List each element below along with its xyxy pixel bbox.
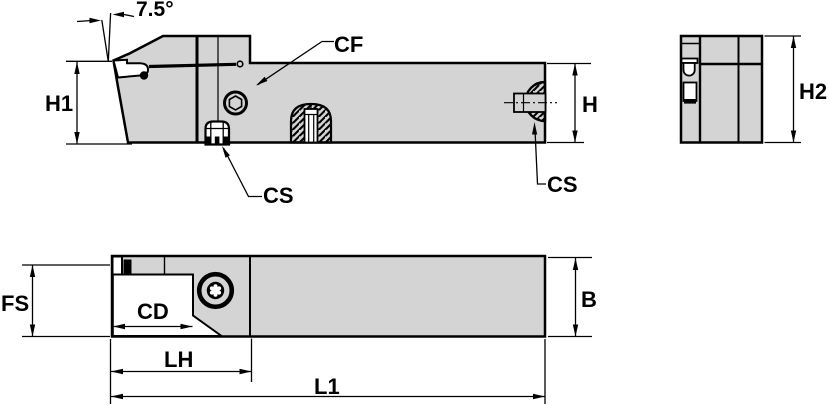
- h-dimension: H: [547, 62, 598, 144]
- torx-screw: [196, 271, 235, 310]
- lh-dimension-label: LH: [164, 347, 193, 372]
- insert-end: [680, 57, 699, 104]
- cd-dimension-label: CD: [137, 299, 169, 324]
- pivot-dot: [236, 60, 244, 68]
- insert-pocket: [111, 273, 225, 337]
- fs-dimension: FS: [1, 264, 110, 338]
- h1-dimension: H1: [45, 60, 132, 145]
- lh-dimension: LH: [109, 338, 253, 404]
- h1-dimension-label: H1: [45, 91, 73, 116]
- l1-dimension: L1: [111, 339, 546, 404]
- b-dimension-label: B: [581, 287, 597, 312]
- angle-dimension-label: 7.5°: [136, 0, 174, 21]
- threaded-boss-section: [289, 102, 333, 144]
- side-view-body: [112, 34, 547, 144]
- clamp-screw-front: [204, 120, 231, 146]
- end-screw-section: [504, 80, 557, 123]
- cs-front-leader-label: CS: [263, 183, 294, 208]
- shim-block: [123, 259, 132, 275]
- h2-dimension: H2: [764, 35, 827, 144]
- coolant-hole: [223, 90, 248, 116]
- hex-socket: [228, 95, 243, 111]
- cs-end-leader-label: CS: [547, 172, 578, 197]
- end-view: H2: [679, 34, 827, 144]
- cf-leader: CF: [256, 32, 363, 86]
- cf-leader-label: CF: [334, 32, 363, 57]
- cd-dimension: CD: [113, 299, 193, 330]
- cs-front-leader: CS: [222, 146, 294, 208]
- insert-side: [112, 58, 150, 80]
- cs-end-leader: CS: [532, 122, 578, 197]
- angle-dimension: 7.5°: [76, 0, 174, 62]
- h-dimension-label: H: [582, 92, 598, 117]
- l1-dimension-label: L1: [314, 374, 340, 399]
- b-dimension: B: [548, 256, 597, 338]
- insert-top: [111, 255, 123, 276]
- top-view: FS CD LH L1: [1, 254, 597, 404]
- h2-dimension-label: H2: [799, 79, 827, 104]
- side-view: 7.5° H1 H CF C: [45, 0, 598, 208]
- insert-nose: [139, 71, 149, 80]
- fs-dimension-label: FS: [1, 291, 29, 316]
